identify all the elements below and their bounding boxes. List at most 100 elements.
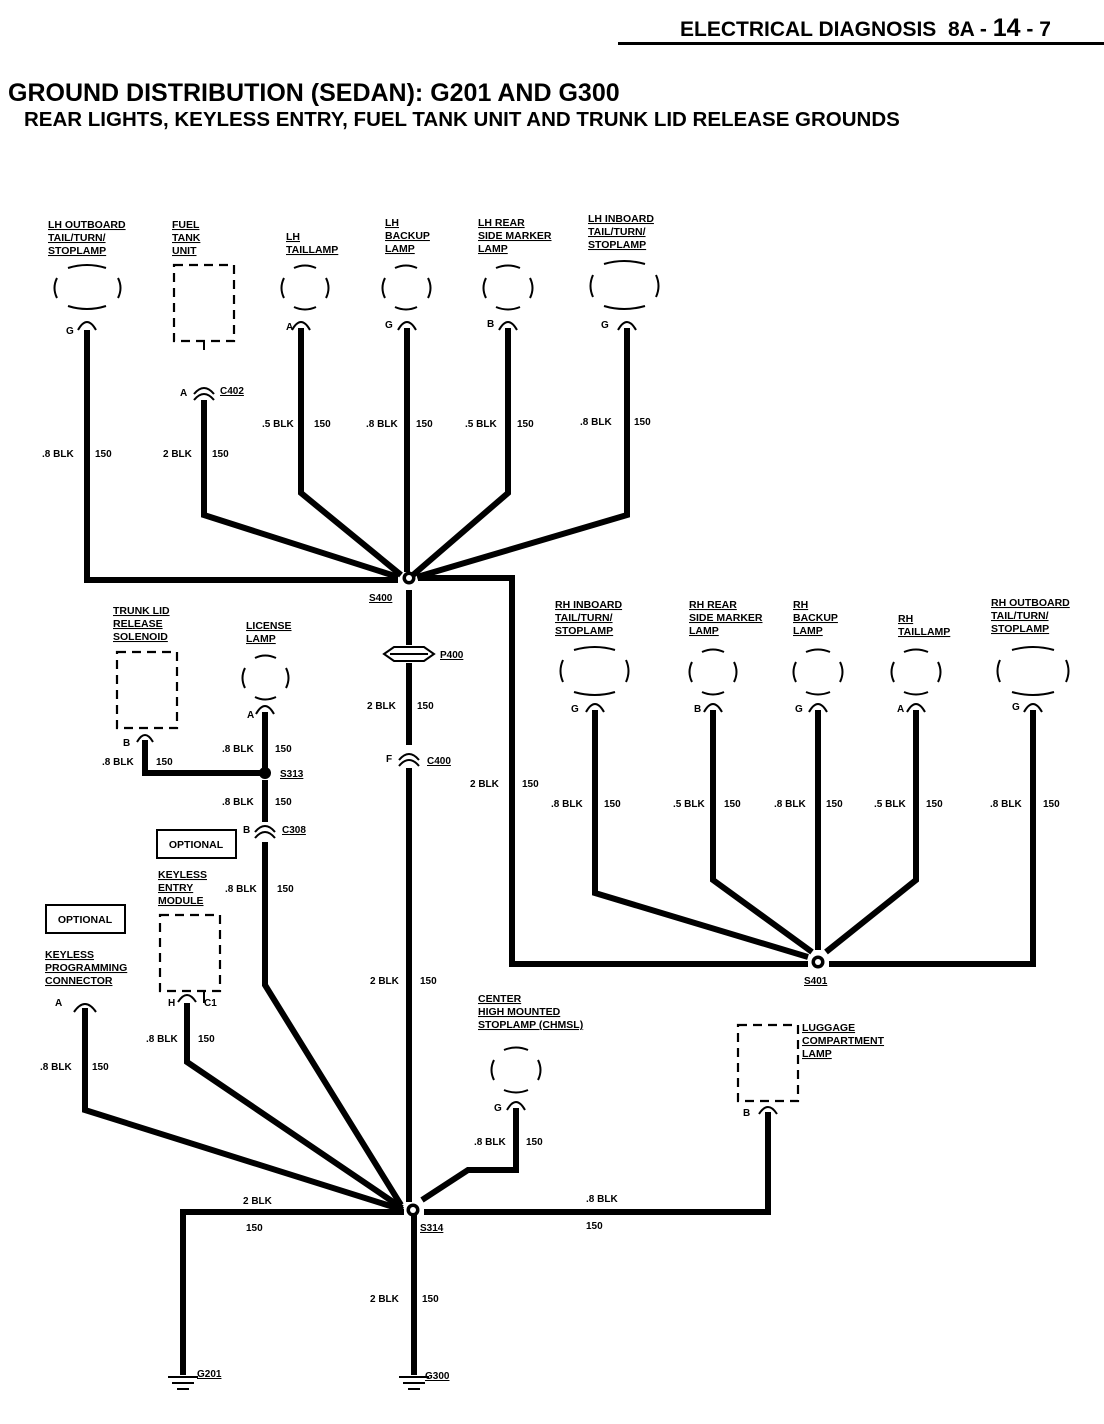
wire-circuit-fuel-tank: 150 xyxy=(212,449,229,460)
pin-rh-backup: G xyxy=(795,704,803,715)
wire-circuit-lh-outboard: 150 xyxy=(95,449,112,460)
pin-keyless-connector: A xyxy=(55,998,62,1009)
wire-circuit-keyless-connector: 150 xyxy=(92,1062,109,1073)
component-label-lh-outboard: STOPLAMP xyxy=(48,245,106,257)
lamp-lh-rear-side-icon xyxy=(482,264,534,331)
keyless-connector-pin-icon xyxy=(73,1003,97,1013)
grounds xyxy=(168,1376,429,1390)
component-label-keyless-connector: PROGRAMMING xyxy=(45,962,127,974)
lamp-lh-taillamp-icon xyxy=(280,264,330,331)
wire-circuit-c308-s314: 150 xyxy=(277,884,294,895)
component-label-lh-inboard: TAIL/TURN/ xyxy=(588,226,646,238)
wire-lh-outboard xyxy=(84,330,398,583)
connector-c402: C402 xyxy=(220,386,244,397)
wire-gauge-license: .8 BLK xyxy=(222,744,254,755)
component-label-chmsl: CENTER xyxy=(478,993,522,1005)
wire-circuit-c400-s314: 150 xyxy=(420,976,437,987)
trunk-solenoid-box xyxy=(115,650,179,730)
component-label-rh-rear-side: LAMP xyxy=(689,625,719,637)
page-subtitle: REAR LIGHTS, KEYLESS ENTRY, FUEL TANK UN… xyxy=(24,108,900,131)
optional-box-connector xyxy=(45,904,126,934)
keyless-module-box xyxy=(158,913,222,993)
lamp-rh-backup-icon xyxy=(792,648,844,713)
component-label-lh-outboard: LH OUTBOARD xyxy=(48,219,126,231)
lamp-rh-inboard-icon xyxy=(559,646,630,713)
wire-circuit-p400-c400: 150 xyxy=(417,701,434,712)
wire-gauge-lh-taillamp: .5 BLK xyxy=(262,419,294,430)
component-label-rh-inboard: TAIL/TURN/ xyxy=(555,612,613,624)
wire-gauge-p400-c400: 2 BLK xyxy=(367,701,397,712)
wire-gauge-chmsl: .8 BLK xyxy=(474,1137,506,1148)
section-header: ELECTRICAL DIAGNOSIS 8A - 14 - 7 xyxy=(680,14,1051,43)
component-label-fuel-tank: UNIT xyxy=(172,245,197,257)
component-label-lh-taillamp: LH xyxy=(286,231,300,243)
wire-circuit-lh-inboard: 150 xyxy=(634,417,651,428)
wire-circuit-g300: 150 xyxy=(422,1294,439,1305)
pin-rh-outboard: G xyxy=(1012,702,1020,713)
splice-s313-label: S313 xyxy=(280,769,304,780)
wire-s400-s401 xyxy=(418,575,808,967)
connector-c400-icon xyxy=(398,753,420,767)
component-label-luggage: LAMP xyxy=(802,1048,832,1060)
wire-gauge-g300: 2 BLK xyxy=(370,1294,400,1305)
wire-fuel-tank xyxy=(201,400,399,580)
wire-gauge-lh-rear-side: .5 BLK xyxy=(465,419,497,430)
component-label-rh-backup: BACKUP xyxy=(793,612,838,624)
pin-chmsl: G xyxy=(494,1103,502,1114)
wire-gauge-trunk: .8 BLK xyxy=(102,757,134,768)
wire-gauge-rh-outboard: .8 BLK xyxy=(990,799,1022,810)
pin-lh-taillamp: A xyxy=(286,322,293,333)
wire-gauge-rh-rear-side: .5 BLK xyxy=(673,799,705,810)
lamp-chmsl-icon xyxy=(490,1046,542,1111)
splices xyxy=(259,571,825,1217)
wire-gauge-lh-outboard: .8 BLK xyxy=(42,449,74,460)
ground-g201-label: G201 xyxy=(197,1369,222,1380)
connector-p400-icon xyxy=(382,646,436,662)
pin-lh-outboard: G xyxy=(66,326,74,337)
ground-g300-label: G300 xyxy=(425,1371,450,1382)
component-label-rh-backup: RH xyxy=(793,599,808,611)
component-label-rh-outboard: RH OUTBOARD xyxy=(991,597,1070,609)
dashed-components xyxy=(115,263,800,1115)
wire-circuit-lh-taillamp: 150 xyxy=(314,419,331,430)
connector-c308: C308 xyxy=(282,825,306,836)
component-label-lh-outboard: TAIL/TURN/ xyxy=(48,232,106,244)
wire-trunk xyxy=(142,740,260,776)
component-label-rh-rear-side: SIDE MARKER xyxy=(689,612,763,624)
component-label-license: LAMP xyxy=(246,633,276,645)
component-label-rh-outboard: TAIL/TURN/ xyxy=(991,610,1049,622)
wire-gauge-rh-inboard: .8 BLK xyxy=(551,799,583,810)
wire-circuit-trunk: 150 xyxy=(156,757,173,768)
wire-labels: .8 BLK 150 2 BLK 150 .5 BLK 150 .8 BLK 150 .5 BL… xyxy=(40,417,1060,1305)
wire-gauge-lh-backup: .8 BLK xyxy=(366,419,398,430)
wire-gauge-keyless-module: .8 BLK xyxy=(146,1034,178,1045)
component-label-lh-backup: LAMP xyxy=(385,243,415,255)
wire-circuit-keyless-module: 150 xyxy=(198,1034,215,1045)
component-label-rh-taillamp: TAILLAMP xyxy=(898,626,950,638)
pin-luggage: B xyxy=(743,1108,750,1119)
wire-chmsl xyxy=(420,1108,519,1203)
component-labels: LH OUTBOARDTAIL/TURN/STOPLAMPFUELTANKUNI… xyxy=(45,213,1070,1060)
pin-rh-taillamp: A xyxy=(897,704,904,715)
wire-circuit-rh-outboard: 150 xyxy=(1043,799,1060,810)
wire-gauge-fuel-tank: 2 BLK xyxy=(163,449,193,460)
connector-c400: C400 xyxy=(427,756,451,767)
wire-rh-inboard xyxy=(592,710,809,960)
connector-c402-icon xyxy=(193,387,215,401)
wire-rh-outboard xyxy=(829,710,1036,967)
pin-rh-inboard: G xyxy=(571,704,579,715)
component-label-luggage: COMPARTMENT xyxy=(802,1035,885,1047)
component-label-lh-backup: BACKUP xyxy=(385,230,430,242)
pin-trunk-lid: B xyxy=(123,738,130,749)
wire-gauge-rh-backup: .8 BLK xyxy=(774,799,806,810)
component-label-lh-rear-side: SIDE MARKER xyxy=(478,230,552,242)
wire-keyless-module xyxy=(184,1003,404,1211)
page-title: GROUND DISTRIBUTION (SEDAN): G201 AND G3… xyxy=(8,79,620,107)
wire-gauge-rh-taillamp: .5 BLK xyxy=(874,799,906,810)
wire-circuit-s313-c308: 150 xyxy=(275,797,292,808)
wire-lh-rear-side xyxy=(411,328,511,578)
lamp-rh-outboard-icon xyxy=(996,646,1070,713)
component-label-keyless-connector: KEYLESS xyxy=(45,949,94,961)
